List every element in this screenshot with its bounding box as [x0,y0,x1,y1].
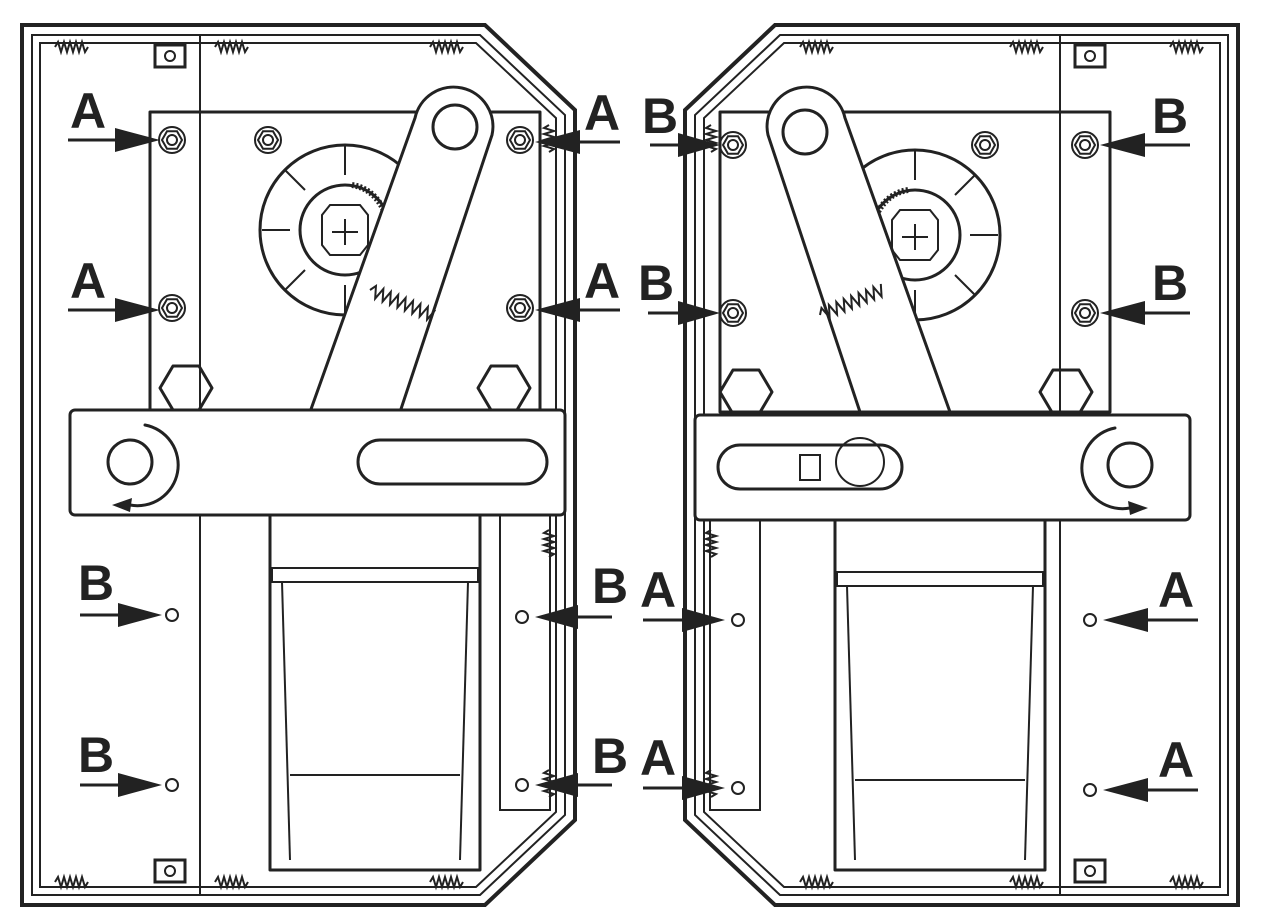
label-left-top-left-lower: A [70,253,106,309]
right-housing-outline [683,23,1240,907]
label-left-bottom-right-upper: B [592,558,628,614]
label-left-top-right-upper: A [584,85,620,141]
label-left-top-left-upper: A [70,83,106,139]
right-operator-unit [683,23,1240,907]
label-right-bottom-left-lower: A [640,730,676,786]
right-cross-bar [693,413,1192,522]
left-lever-arm [307,85,495,414]
right-lever-arm [765,85,953,414]
label-right-bottom-right-lower: A [1158,732,1194,788]
label-left-bottom-right-lower: B [592,728,628,784]
right-motor-body [833,518,1047,872]
label-right-top-right-upper: B [1152,88,1188,144]
label-left-bottom-left-upper: B [78,555,114,611]
label-right-bottom-right-upper: A [1158,562,1194,618]
label-left-bottom-left-lower: B [78,727,114,783]
callout-labels: A A A A B B B B B B B B A A A A [70,83,1194,788]
left-operator-unit [20,23,577,907]
label-right-top-right-lower: B [1152,255,1188,311]
label-right-bottom-left-upper: A [640,562,676,618]
left-housing-outline [20,23,577,907]
label-right-top-left-lower: B [638,255,674,311]
callout-arrows [68,128,1198,802]
left-motor-body [268,513,482,872]
label-right-top-left-upper: B [642,88,678,144]
label-left-top-right-lower: A [584,253,620,309]
